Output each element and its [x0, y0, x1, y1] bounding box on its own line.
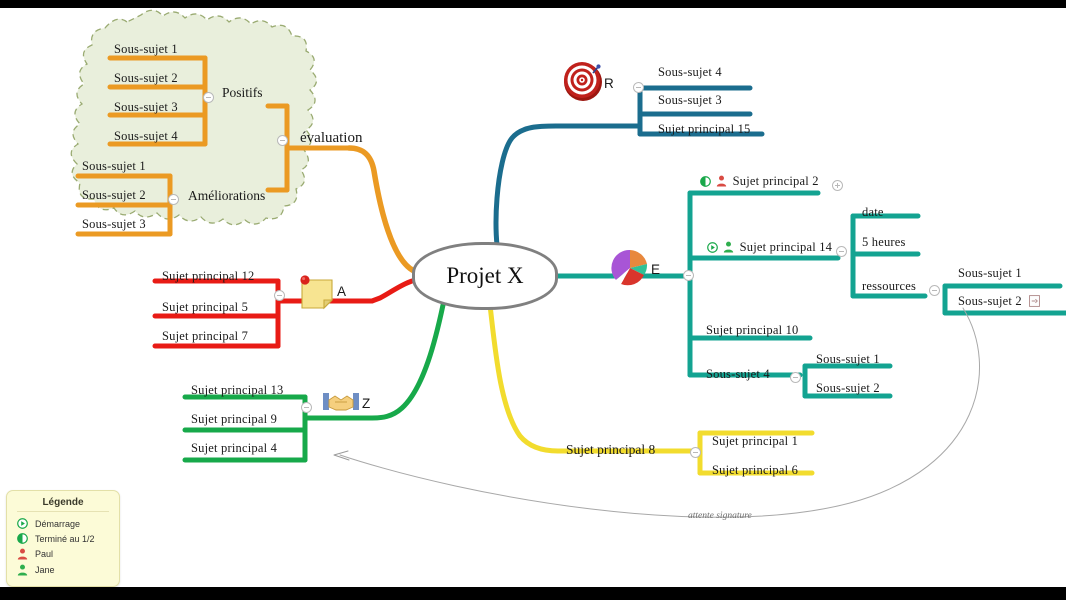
node-sp14-child-ressources[interactable]: ressources [862, 279, 917, 293]
handshake-icon [323, 393, 359, 411]
node-e-child-4[interactable]: Sous-sujet 4 [706, 367, 770, 381]
mindmap-canvas[interactable]: Projet X évaluation Positifs Amélioratio… [0, 8, 1066, 587]
legend-label-jane: Jane [35, 565, 55, 575]
node-yellow-label[interactable]: Sujet principal 8 [566, 442, 656, 457]
collapse-toggle-e[interactable] [683, 270, 694, 281]
person-jane-icon [724, 241, 734, 253]
legend-label-paul: Paul [35, 549, 54, 559]
sticky-note-icon [300, 275, 334, 310]
node-ss4-child-2[interactable]: Sous-sujet 2 [816, 381, 880, 395]
node-positifs-child-3[interactable]: Sous-sujet 3 [114, 100, 178, 114]
node-e-child-3[interactable]: Sujet principal 10 [706, 323, 799, 337]
node-e-label[interactable]: E [651, 262, 661, 277]
collapse-toggle-z[interactable] [301, 402, 312, 413]
collapse-toggle-positifs[interactable] [203, 92, 214, 103]
line-center-to-r [493, 123, 559, 263]
node-ressources-child-1[interactable]: Sous-sujet 1 [958, 266, 1022, 280]
node-positifs-child-1[interactable]: Sous-sujet 1 [114, 42, 178, 56]
target-icon [564, 62, 602, 101]
node-z-child-2[interactable]: Sujet principal 9 [191, 412, 278, 426]
person-paul-icon [17, 548, 28, 560]
start-icon [707, 242, 718, 253]
legend-label-demarrage: Démarrage [35, 518, 81, 529]
node-z-child-3[interactable]: Sujet principal 4 [191, 441, 278, 455]
node-a-label[interactable]: A [337, 284, 347, 299]
expand-toggle-sujet-principal-2[interactable] [832, 180, 843, 191]
node-ameliorations-child-2[interactable]: Sous-sujet 2 [82, 188, 146, 202]
relationship-arrowhead [333, 450, 350, 461]
node-ss4-child-1[interactable]: Sous-sujet 1 [816, 352, 880, 366]
node-e-child-2-row[interactable]: Sujet principal 14 [707, 240, 832, 255]
legend-item-termine[interactable]: Terminé au 1/2 [17, 531, 109, 546]
legend-panel[interactable]: Légende Démarrage Terminé au 1/2 [6, 490, 120, 587]
person-paul-icon [717, 175, 727, 187]
legend-item-demarrage[interactable]: Démarrage [17, 516, 109, 531]
person-jane-icon [17, 564, 28, 576]
node-yellow-child-1[interactable]: Sujet principal 1 [712, 434, 799, 448]
node-a-child-3[interactable]: Sujet principal 7 [162, 329, 249, 343]
node-positifs[interactable]: Positifs [222, 85, 263, 100]
node-sp14-child-date[interactable]: date [862, 205, 884, 219]
legend-item-paul[interactable]: Paul [17, 546, 109, 562]
collapse-toggle-yellow[interactable] [690, 447, 701, 458]
node-z-child-1[interactable]: Sujet principal 13 [191, 383, 284, 397]
attachment-icon[interactable] [1029, 295, 1041, 307]
node-r-child-3[interactable]: Sujet principal 15 [658, 122, 751, 136]
line-center-to-z [369, 302, 446, 421]
collapse-toggle-evaluation[interactable] [277, 135, 288, 146]
node-positifs-child-4[interactable]: Sous-sujet 4 [114, 129, 178, 143]
node-sp14-child-heures[interactable]: 5 heures [862, 235, 906, 249]
node-yellow-child-2[interactable]: Sujet principal 6 [712, 463, 799, 477]
line-center-to-a [369, 278, 415, 304]
collapse-toggle-sous-sujet-4[interactable] [790, 372, 801, 383]
pie-chart-icon [611, 249, 648, 286]
node-z-label[interactable]: Z [362, 396, 371, 411]
node-a-child-1[interactable]: Sujet principal 12 [162, 269, 255, 283]
start-icon [17, 518, 28, 529]
collapse-toggle-a[interactable] [274, 290, 285, 301]
node-ressources-child-2-label: Sous-sujet 2 [958, 294, 1022, 308]
node-ameliorations-child-3[interactable]: Sous-sujet 3 [82, 217, 146, 231]
line-center-to-yellow [487, 302, 561, 454]
collapse-toggle-ameliorations[interactable] [168, 194, 179, 205]
node-ameliorations[interactable]: Améliorations [188, 188, 266, 203]
node-r-child-1[interactable]: Sous-sujet 4 [658, 65, 722, 79]
node-e-child-1-row[interactable]: Sujet principal 2 [700, 174, 819, 189]
collapse-toggle-r[interactable] [633, 82, 644, 93]
legend-item-jane[interactable]: Jane [17, 562, 109, 578]
central-topic[interactable]: Projet X [412, 242, 558, 310]
legend-title: Légende [17, 497, 109, 512]
node-e-child-1-label: Sujet principal 2 [732, 174, 819, 188]
collapse-toggle-ressources[interactable] [929, 285, 940, 296]
relationship-label[interactable]: attente signature [688, 511, 752, 521]
node-ameliorations-child-1[interactable]: Sous-sujet 1 [82, 159, 146, 173]
node-ressources-child-2-row[interactable]: Sous-sujet 2 [958, 294, 1042, 309]
node-evaluation[interactable]: évaluation [300, 130, 363, 146]
half-done-icon [700, 176, 711, 187]
node-r-label[interactable]: R [604, 76, 614, 91]
half-done-icon [17, 533, 28, 544]
node-e-child-2-label: Sujet principal 14 [739, 240, 833, 254]
line-center-to-evaluation [346, 145, 417, 274]
node-a-child-2[interactable]: Sujet principal 5 [162, 300, 249, 314]
collapse-toggle-sujet-principal-14[interactable] [836, 246, 847, 257]
node-positifs-child-2[interactable]: Sous-sujet 2 [114, 71, 178, 85]
node-r-child-2[interactable]: Sous-sujet 3 [658, 93, 722, 107]
relationship-curve [339, 307, 981, 518]
legend-label-termine: Terminé au 1/2 [35, 533, 95, 544]
